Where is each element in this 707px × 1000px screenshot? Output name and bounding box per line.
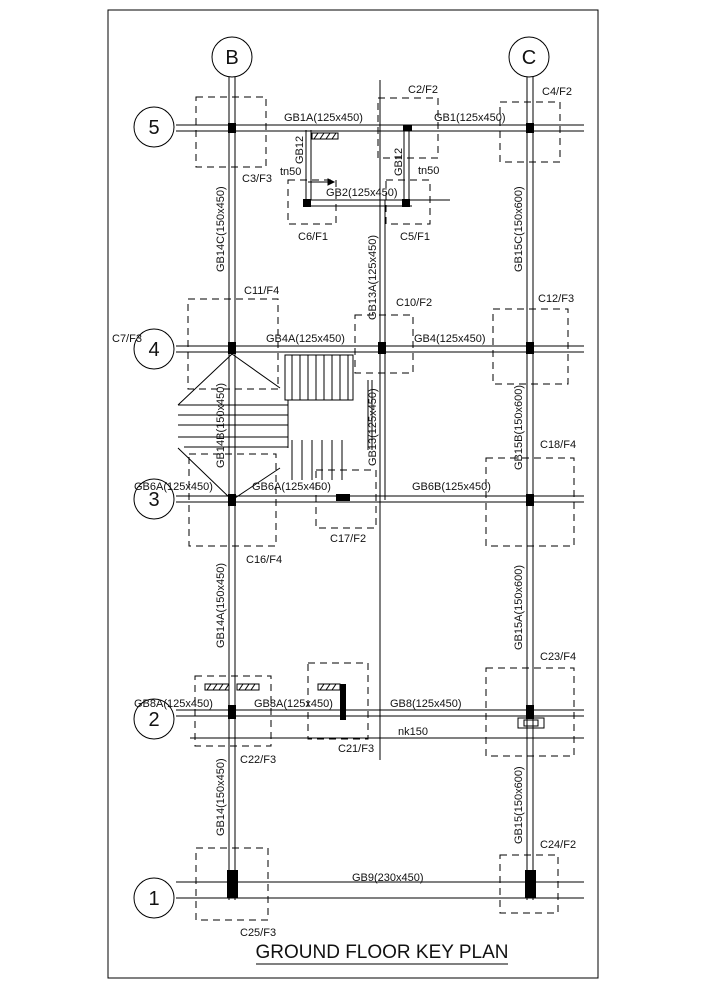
- bubble-b-label: B: [225, 47, 238, 69]
- beam-gb15a: GB15A(150x600): [513, 565, 525, 650]
- grid-lines: [176, 72, 584, 900]
- col-c23: C23/F4: [540, 651, 576, 663]
- col-c10: C10/F2: [396, 297, 432, 309]
- bubble-c-label: C: [522, 47, 536, 69]
- note-tn50-left: tn50: [280, 166, 301, 178]
- beam-gb9: GB9(230x450): [352, 872, 424, 884]
- beam-gb4: GB4(125x450): [414, 333, 486, 345]
- direction-arrow: [308, 178, 336, 186]
- beam-gb6a-left: GB6A(125x450): [134, 481, 213, 493]
- drawing-title: GROUND FLOOR KEY PLAN: [255, 942, 508, 963]
- beam-gb14: GB14(150x450): [215, 758, 227, 836]
- columns-solid: [227, 123, 536, 898]
- beam-gb15b: GB15B(150x600): [513, 385, 525, 470]
- col-c11: C11/F4: [244, 285, 279, 297]
- col-c6: C6/F1: [298, 231, 328, 243]
- col-c22: C22/F3: [240, 754, 276, 766]
- beam-gb2: GB2(125x450): [326, 187, 398, 199]
- col-c24: C24/F2: [540, 839, 576, 851]
- col-c2: C2/F2: [408, 84, 438, 96]
- bubble-1: [133, 877, 175, 919]
- beam-gb6b: GB6B(125x450): [412, 481, 491, 493]
- bubble-b: [211, 36, 253, 78]
- beam-gb15: GB15(150x600): [513, 766, 525, 844]
- beam-gb1: GB1(125x450): [434, 112, 506, 124]
- beam-gb12-left: GB12: [294, 136, 306, 164]
- bubble-2-label: 2: [148, 709, 159, 731]
- col-c3: C3/F3: [242, 173, 272, 185]
- beam-gb8a: GB8A(125x450): [254, 698, 333, 710]
- note-tn50-right: tn50: [418, 165, 439, 177]
- beam-gb15c: GB15C(150x600): [513, 186, 525, 272]
- col-c18: C18/F4: [540, 439, 576, 451]
- col-c12: C12/F3: [538, 293, 574, 305]
- beam-gb12-right: GB12: [393, 148, 405, 176]
- note-nk150: nk150: [398, 726, 428, 738]
- bubble-4-label: 4: [148, 339, 159, 361]
- beam-gb8a-left: GB8A(125x450): [134, 698, 213, 710]
- col-c5: C5/F1: [400, 231, 430, 243]
- col-c17: C17/F2: [330, 533, 366, 545]
- grid-bubbles: [133, 36, 550, 919]
- bubble-5: [133, 106, 175, 148]
- bubble-2: [133, 698, 175, 740]
- footings: [187, 96, 575, 921]
- bubble-4: [133, 328, 175, 370]
- beam-gb14b: GB14B(150x450): [215, 383, 227, 468]
- col-c16: C16/F4: [246, 554, 282, 566]
- sheet-border: [107, 9, 599, 979]
- beam-gb8: GB8(125x450): [390, 698, 462, 710]
- bubble-3-label: 3: [148, 489, 159, 511]
- beam-gb14c: GB14C(150x450): [215, 186, 227, 272]
- bubble-1-label: 1: [148, 888, 159, 910]
- beam-gb14a: GB14A(150x450): [215, 563, 227, 648]
- beam-gb13: GB13(125x450): [367, 388, 379, 466]
- col-c4: C4/F2: [542, 86, 572, 98]
- bubble-3: [133, 478, 175, 520]
- beam-gb1a: GB1A(125x450): [284, 112, 363, 124]
- beam-gb6a: GB6A(125x450): [252, 481, 331, 493]
- col-c25: C25/F3: [240, 927, 276, 939]
- col-c21: C21/F3: [338, 743, 374, 755]
- beam-gb4a: GB4A(125x450): [266, 333, 345, 345]
- bubble-c: [508, 36, 550, 78]
- staircase: [177, 353, 373, 501]
- bubble-5-label: 5: [148, 117, 159, 139]
- col-c7: C7/F3: [112, 333, 142, 345]
- beam-gb13a: GB13A(125x450): [367, 235, 379, 320]
- hatch-marks: [204, 132, 545, 729]
